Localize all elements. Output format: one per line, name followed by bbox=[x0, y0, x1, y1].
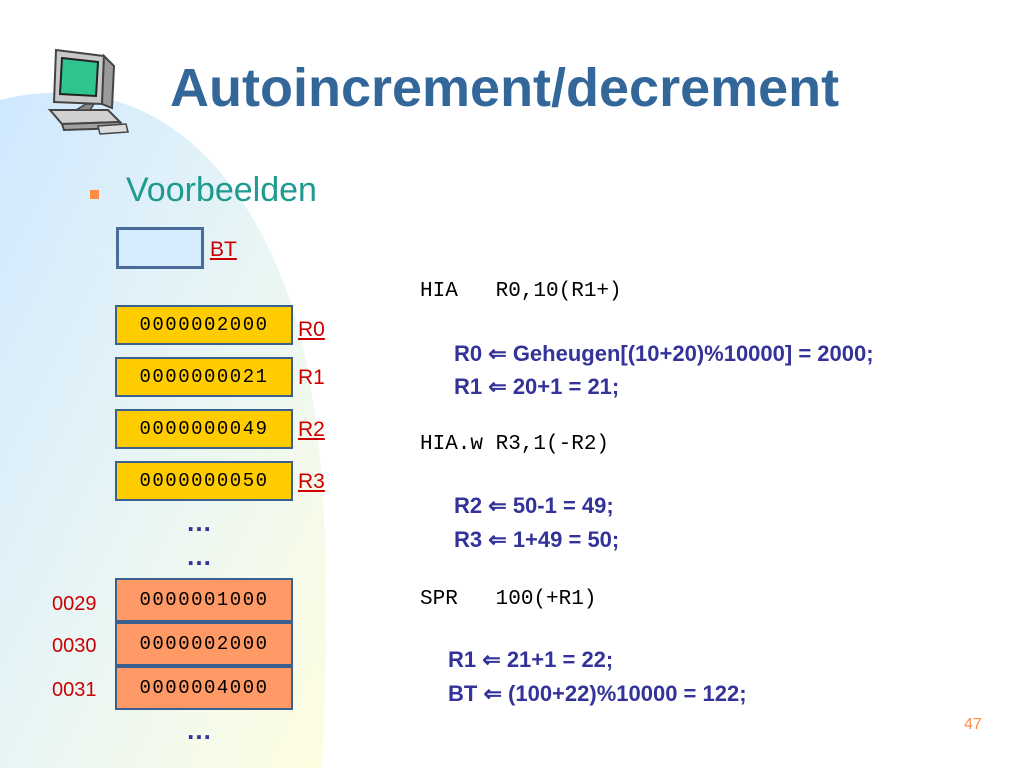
memory-address-0030: 0030 bbox=[52, 635, 97, 657]
memory-cell-0031: 0000004000 bbox=[115, 666, 293, 710]
left-arrow-icon: ⇐ bbox=[483, 681, 502, 706]
ellipsis: … bbox=[186, 541, 213, 571]
explanation-target: BT bbox=[448, 681, 478, 706]
bullet-marker bbox=[90, 190, 99, 199]
page-number: 47 bbox=[964, 716, 982, 733]
ellipsis: … bbox=[186, 507, 213, 537]
register-r3-label: R3 bbox=[298, 470, 325, 493]
explanation-target: R2 bbox=[454, 493, 483, 518]
explanation-expression: 1+49 = 50; bbox=[512, 527, 620, 552]
explanation-target: R0 bbox=[454, 341, 483, 366]
explanation-expression: Geheugen[(10+20)%10000] = 2000; bbox=[512, 341, 874, 366]
left-arrow-icon: ⇐ bbox=[488, 374, 507, 399]
register-r1-label: R1 bbox=[298, 366, 325, 389]
explanation-expression: 50-1 = 49; bbox=[512, 493, 614, 518]
explanation-target: R1 bbox=[448, 647, 477, 672]
memory-address-0029: 0029 bbox=[52, 593, 97, 615]
left-arrow-icon: ⇐ bbox=[482, 647, 501, 672]
register-r1-value: 0000000021 bbox=[115, 357, 293, 397]
memory-cell-0029: 0000001000 bbox=[115, 578, 293, 622]
explanation-target: R1 bbox=[454, 374, 483, 399]
instruction-3: SPR 100(+R1) bbox=[420, 588, 597, 611]
memory-cell-0030: 0000002000 bbox=[115, 622, 293, 666]
ellipsis: … bbox=[186, 715, 213, 745]
explanation-expression: 20+1 = 21; bbox=[512, 374, 620, 399]
register-r0-value: 0000002000 bbox=[115, 305, 293, 345]
explanation-line: R1 ⇐ 21+1 = 22; bbox=[448, 644, 613, 676]
computer-icon bbox=[47, 48, 129, 135]
explanation-line: BT ⇐ (100+22)%10000 = 122; bbox=[448, 678, 747, 710]
explanation-expression: (100+22)%10000 = 122; bbox=[508, 681, 747, 706]
register-r2-label: R2 bbox=[298, 418, 325, 441]
explanation-line: R0 ⇐ Geheugen[(10+20)%10000] = 2000; bbox=[454, 338, 874, 370]
explanation-line: R1 ⇐ 20+1 = 21; bbox=[454, 371, 619, 403]
bt-label: BT bbox=[210, 238, 237, 261]
slide-title: Autoincrement/decrement bbox=[170, 58, 840, 118]
instruction-2: HIA.w R3,1(-R2) bbox=[420, 433, 610, 456]
left-arrow-icon: ⇐ bbox=[488, 493, 507, 518]
register-r2-value: 0000000049 bbox=[115, 409, 293, 449]
left-arrow-icon: ⇐ bbox=[488, 341, 507, 366]
bt-register-box bbox=[116, 227, 204, 269]
explanation-line: R3 ⇐ 1+49 = 50; bbox=[454, 524, 619, 556]
bullet-text: Voorbeelden bbox=[126, 171, 317, 209]
register-r3-value: 0000000050 bbox=[115, 461, 293, 501]
memory-address-0031: 0031 bbox=[52, 679, 97, 701]
explanation-line: R2 ⇐ 50-1 = 49; bbox=[454, 490, 614, 522]
explanation-expression: 21+1 = 22; bbox=[506, 647, 614, 672]
explanation-target: R3 bbox=[454, 527, 483, 552]
instruction-1: HIA R0,10(R1+) bbox=[420, 280, 622, 303]
register-r0-label: R0 bbox=[298, 318, 325, 341]
left-arrow-icon: ⇐ bbox=[488, 527, 507, 552]
